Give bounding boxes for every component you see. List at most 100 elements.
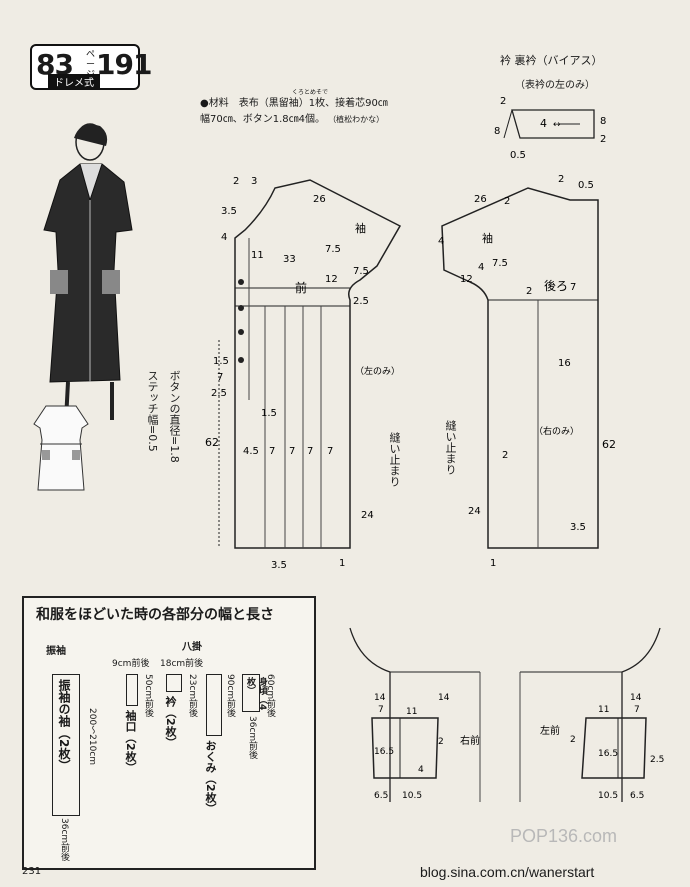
designer-credit: （植松わかな） (328, 115, 385, 124)
front-sleeve-label: 袖 (355, 221, 366, 235)
materials-line2: 幅70㎝、ボタン1.8㎝4個。 (200, 114, 325, 125)
collar-subtitle: （表衿の左のみ） (515, 80, 595, 91)
front-dim: 11 (251, 250, 264, 261)
front-dim: 2.5 (211, 388, 227, 399)
right-front-label: 右前 (460, 734, 480, 747)
fashion-illustration (43, 123, 133, 421)
back-dim: 0.5 (578, 180, 594, 191)
pocket-dim-right: 14 (438, 693, 450, 703)
front-dim: 33 (283, 254, 296, 265)
body-length: 60cm前後 (265, 674, 275, 718)
pocket-dim-right: 6.5 (374, 791, 388, 801)
pocket-dim-right: 16.5 (374, 747, 394, 757)
cuff-width: 9cm前後 (112, 659, 150, 669)
pocket-dim-right: 14 (374, 693, 386, 703)
front-sew-stop: 縫い止まり (388, 432, 401, 487)
collar-pattern: ↔ 2 4 8 8 2 0.5 (494, 96, 606, 161)
cuff-length: 50cm前後 (143, 674, 153, 718)
collar-piece-label: 衿（2枚） (164, 696, 177, 748)
back-dim: 26 (474, 194, 487, 205)
front-dim: 7 (269, 446, 275, 457)
item-number: 191 (96, 48, 152, 81)
pocket-dim-left: 7 (634, 705, 640, 715)
furigana: くろとめそで (292, 89, 329, 96)
front-dim: 1.5 (261, 408, 277, 419)
collar-dim: 0.5 (510, 150, 526, 161)
back-dim: 1 (490, 558, 496, 569)
materials-line1: ●材料 表布（黒留袖）1枚、接着芯90㎝ (200, 98, 388, 109)
pocket-dim-left: 11 (598, 705, 609, 715)
pocket-dim-right: 11 (406, 707, 417, 717)
back-sleeve-label: 袖 (482, 231, 493, 245)
front-dim: 2 (233, 176, 239, 187)
collar-width: 18cm前後 (160, 659, 204, 669)
collar-dim: 4 (540, 117, 547, 130)
pocket-dim-left: 14 (630, 693, 642, 703)
back-dim: 4 (478, 262, 484, 273)
back-dim: 12 (460, 274, 473, 285)
button-diameter-note: ボタンの直径=1.8 (168, 370, 181, 463)
pattern-number-badge: 83 ページ 191 ドレメ式 (30, 44, 152, 90)
front-dim: 4.5 (243, 446, 259, 457)
blog-url: blog.sina.com.cn/wanerstart (420, 864, 595, 880)
hakkake-label: 八掛 (182, 642, 202, 653)
collar-dim: 8 (494, 126, 500, 137)
back-label: 後ろ (544, 279, 568, 293)
back-dim: 3.5 (570, 522, 586, 533)
left-front-label: 左前 (540, 724, 560, 737)
pocket-dim-right: 4 (418, 765, 424, 775)
front-dim: 7 (307, 446, 313, 457)
pocket-dim-left: 6.5 (630, 791, 644, 801)
collar-title: 衿 裏衿（バイアス） (500, 54, 603, 67)
back-dim: 16 (558, 358, 571, 369)
back-view-illustration (33, 405, 89, 491)
svg-text:↔: ↔ (553, 120, 561, 130)
front-dim: 3 (251, 176, 257, 187)
sleeve-width: 36cm前後 (59, 818, 69, 862)
sleeve-length: 200〜210cm (87, 708, 97, 766)
front-dim: 7 (217, 372, 223, 383)
pocket-dim-left: 2.5 (650, 755, 664, 765)
page-footer-number: 231 (22, 866, 42, 877)
body-width: 36cm前後 (247, 716, 257, 760)
front-dim: 4 (221, 232, 227, 243)
back-dim: 2 (526, 286, 532, 297)
front-bodice-pattern: 前 袖 （左のみ） 2 3 26 3.5 4 11 33 7.5 12 7.5 … (205, 176, 402, 571)
pocket-dim-left: 10.5 (598, 791, 618, 801)
front-left-only: （左のみ） (355, 365, 400, 377)
collar-dim: 2 (600, 134, 606, 145)
front-dim: 2.5 (353, 296, 369, 307)
furisode-label: 振袖 (46, 646, 66, 657)
front-label: 前 (295, 280, 307, 295)
front-dim: 26 (313, 194, 326, 205)
pocket-dim-left: 2 (570, 735, 576, 745)
okumi-length: 90cm前後 (225, 674, 235, 718)
cuff-label: 袖口（2枚） (124, 710, 137, 773)
back-bodice-pattern: 後ろ 袖 （右のみ） 2 26 2 0.5 4 12 4 7.5 7 2 16 … (438, 174, 616, 569)
front-dim: 3.5 (271, 560, 287, 571)
front-dim: 12 (325, 274, 338, 285)
pocket-dim-right: 10.5 (402, 791, 422, 801)
materials-text: くろとめそで ●材料 表布（黒留袖）1枚、接着芯90㎝ 幅70㎝、ボタン1.8㎝… (200, 90, 460, 128)
style-name: ドレメ式 (48, 74, 100, 89)
cuff-rect (126, 674, 138, 706)
front-dim: 1.5 (213, 356, 229, 367)
kimono-dimensions-box: 和服をほどいた時の各部分の幅と長さ 振袖 八掛 振袖の袖（2枚） 200〜210… (22, 596, 316, 870)
front-dim: 3.5 (221, 206, 237, 217)
stitch-width-note: ステッチ幅=0.5 (146, 370, 159, 452)
body-rect: 身頃（4枚） (242, 674, 267, 712)
back-right-only: （右のみ） (534, 425, 579, 437)
sleeve-piece-label: 振袖の袖（2枚） (57, 679, 71, 772)
back-dim: 2 (504, 196, 510, 207)
sleeve-piece-rect: 振袖の袖（2枚） (52, 674, 80, 816)
collar-dim: 2 (500, 96, 506, 107)
back-dim: 24 (468, 506, 481, 517)
back-sew-stop: 縫い止まり (444, 420, 457, 475)
pocket-dim-right: 2 (438, 737, 444, 747)
back-dim: 2 (558, 174, 564, 185)
collar-length: 23cm前後 (187, 674, 197, 718)
back-dim: 62 (602, 438, 616, 451)
front-dim: 7.5 (353, 266, 369, 277)
front-dim: 62 (205, 436, 219, 449)
front-dim: 1 (339, 558, 345, 569)
